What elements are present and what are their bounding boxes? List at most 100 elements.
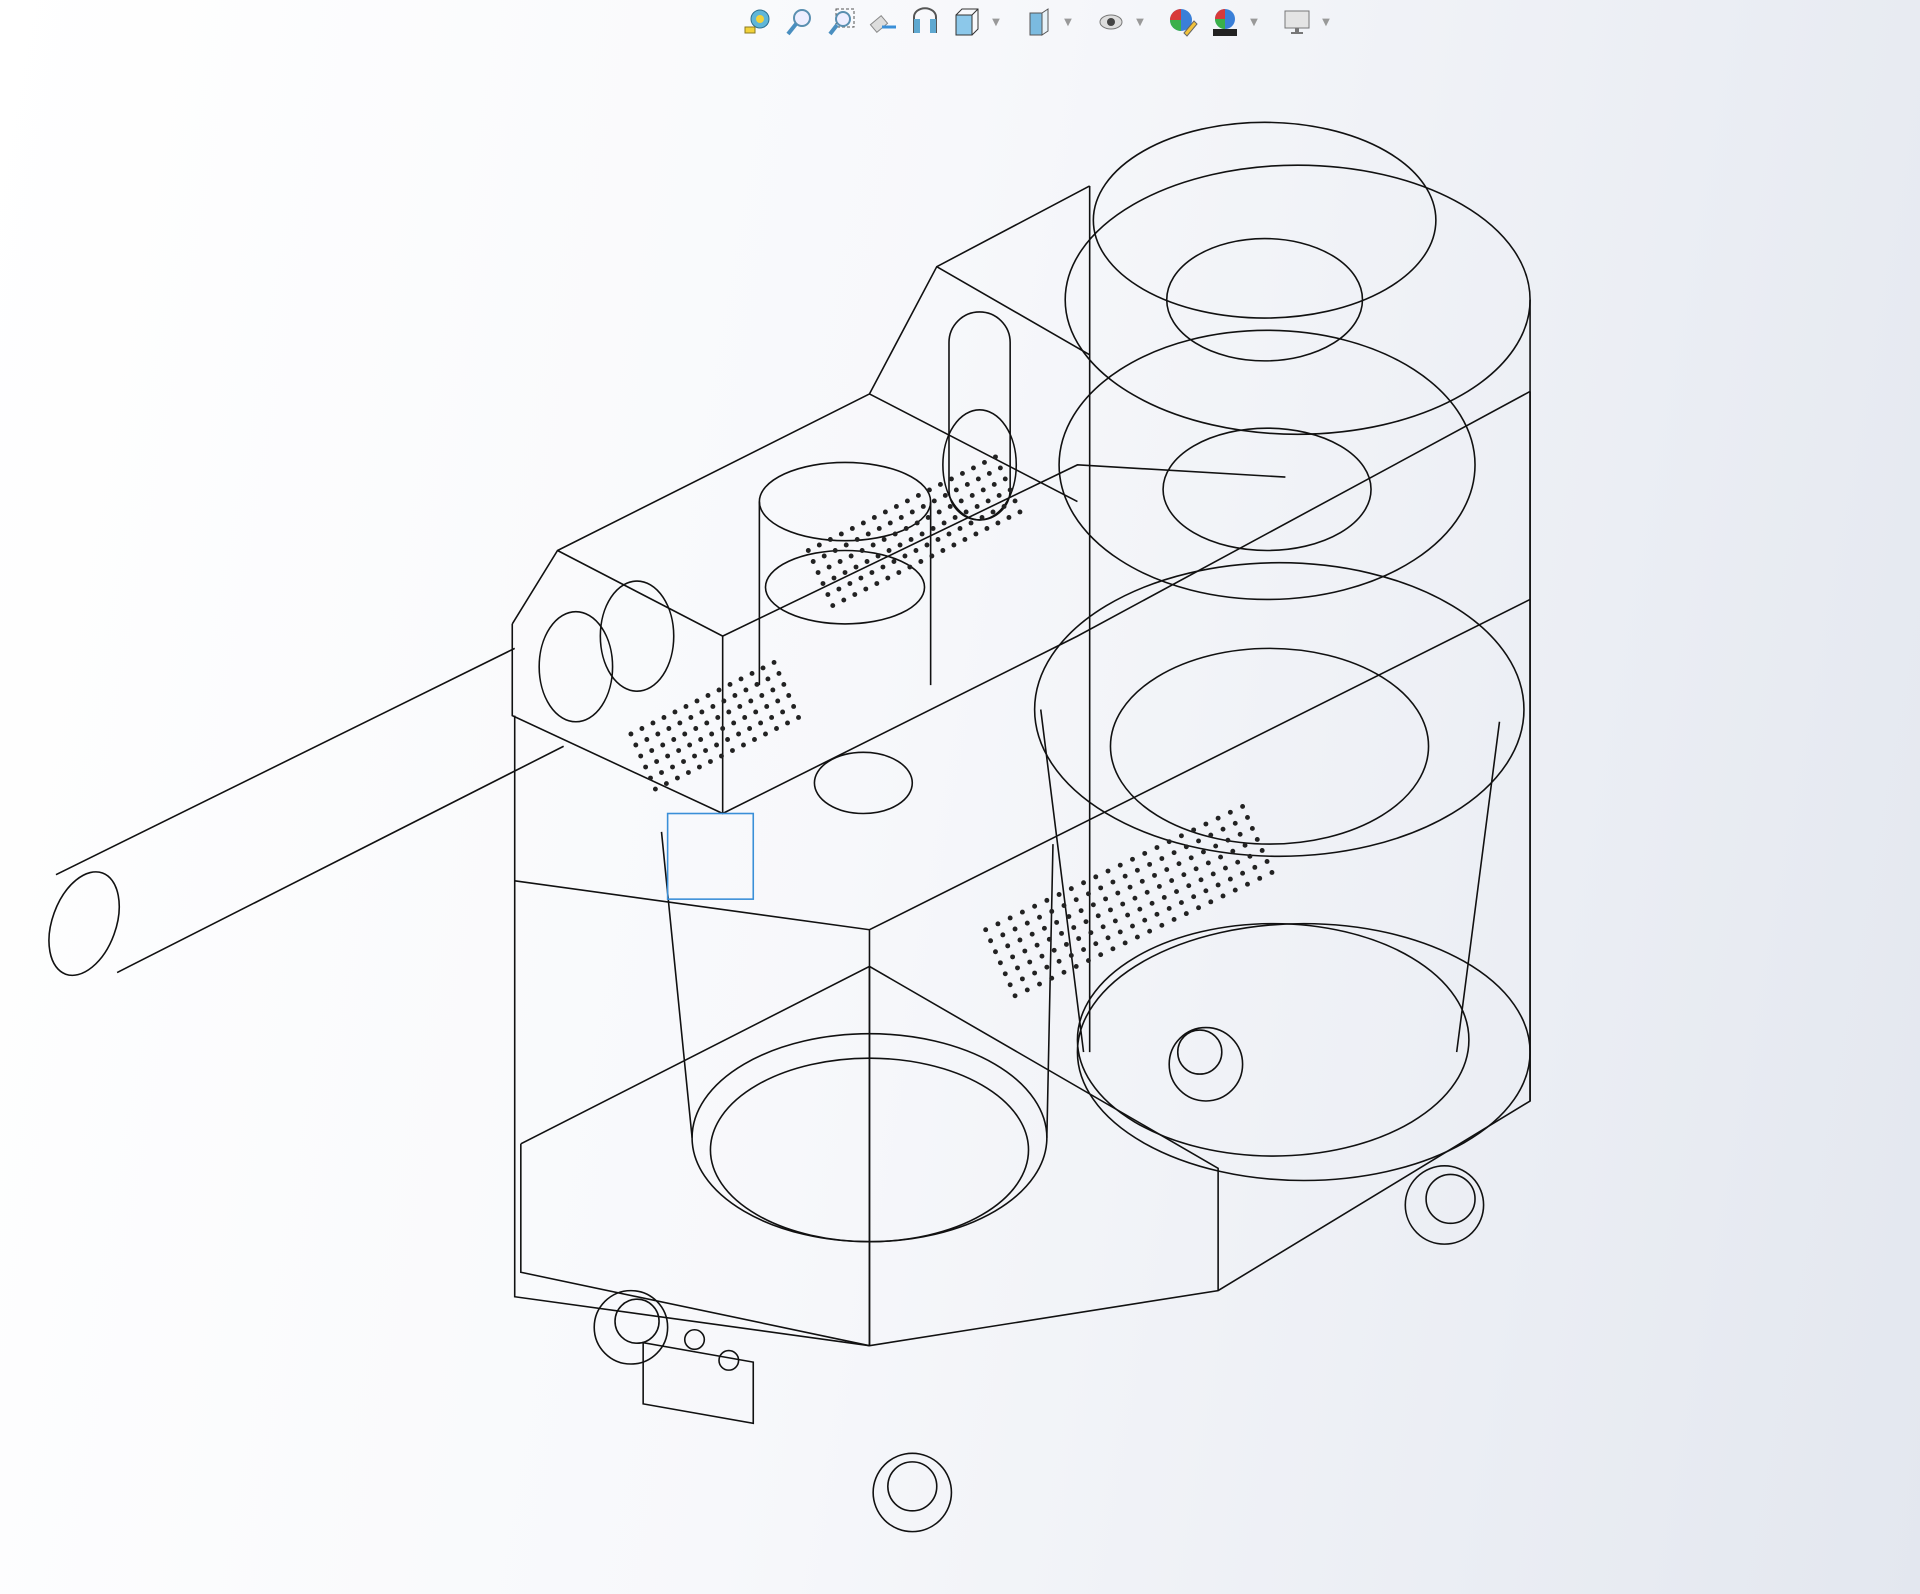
perforation-hole	[930, 526, 936, 531]
view-orientation-button[interactable]	[948, 3, 986, 41]
perforation-hole	[661, 715, 667, 720]
perforation-hole	[820, 581, 826, 586]
perforation-hole	[830, 603, 836, 608]
perforation-hole	[796, 715, 801, 720]
perforation-hole	[860, 520, 866, 526]
perforation-hole	[1269, 870, 1275, 875]
perforation-hole	[1039, 953, 1045, 959]
perforation-hole	[1044, 964, 1050, 970]
perforation-hole	[805, 548, 811, 553]
perforation-hole	[825, 592, 831, 597]
view-settings-dropdown[interactable]: ▼	[1322, 16, 1330, 28]
perforation-hole	[816, 542, 822, 548]
perforation-hole	[880, 564, 886, 570]
perforation-hole	[764, 704, 770, 709]
perforation-hole	[940, 548, 946, 553]
apply-scene-button[interactable]	[1206, 3, 1244, 41]
perforation-hole	[870, 542, 876, 548]
perforation-hole	[854, 537, 860, 542]
perforation-hole	[887, 520, 893, 526]
perforation-hole	[1032, 903, 1038, 909]
perforation-hole	[1196, 838, 1201, 844]
perforation-hole	[1208, 832, 1214, 838]
perforation-hole	[1078, 908, 1084, 914]
perforation-hole	[1188, 855, 1194, 861]
perforation-hole	[908, 537, 914, 542]
edit-appearance-button[interactable]	[1164, 3, 1202, 41]
section-view-icon	[869, 14, 896, 34]
casters	[593, 1026, 1485, 1533]
perforation-hole	[741, 742, 746, 748]
perforation-hole	[827, 537, 833, 542]
perforation-hole	[775, 698, 781, 704]
perforation-hole	[780, 709, 786, 715]
perforation-hole	[781, 682, 787, 687]
perforation-hole	[747, 726, 753, 731]
perforation-hole	[979, 515, 985, 520]
perforation-hole	[810, 559, 816, 564]
perforation-hole	[951, 542, 957, 548]
perforation-hole	[918, 559, 924, 564]
apply-scene-dropdown[interactable]: ▼	[1250, 16, 1258, 28]
display-style-dropdown[interactable]: ▼	[1064, 16, 1072, 28]
dynamic-annotation-button[interactable]	[906, 3, 944, 41]
perforation-hole	[786, 693, 792, 698]
perforation-hole	[732, 693, 738, 698]
perforation-hole	[898, 515, 904, 520]
perforation-hole	[1208, 899, 1214, 905]
apply-scene-icon	[1213, 9, 1237, 36]
perforation-hole	[1022, 948, 1028, 954]
perforation-hole	[993, 454, 998, 460]
perforation-hole	[858, 575, 864, 581]
perforation-hole	[988, 938, 994, 944]
perforation-hole	[864, 559, 870, 564]
perforation-hole	[1127, 884, 1133, 890]
perforation-hole	[633, 742, 639, 748]
view-settings-button[interactable]	[1278, 3, 1316, 41]
zoom-to-fit-button[interactable]	[738, 3, 776, 41]
perforation-hole	[1115, 890, 1121, 896]
perforation-hole	[982, 459, 987, 465]
right-cyclone	[1033, 121, 1531, 1182]
perforation-hole	[1152, 872, 1157, 878]
perforation-hole	[698, 737, 704, 742]
perforation-hole	[936, 509, 942, 515]
perforation-hole	[1006, 515, 1012, 520]
view-orientation-dropdown[interactable]: ▼	[992, 16, 1000, 28]
perforation-hole	[885, 575, 891, 581]
perforation-hole	[670, 764, 675, 770]
perforation-hole	[1147, 861, 1153, 867]
perforation-hole	[986, 470, 992, 476]
display-style-button[interactable]	[1020, 3, 1058, 41]
perforation-hole	[776, 670, 782, 676]
perforation-hole	[785, 720, 790, 726]
view-orientation-icon	[955, 8, 979, 36]
perforation-hole	[737, 704, 743, 709]
perforation-hole	[736, 731, 742, 737]
perforation-hole	[677, 720, 683, 726]
zoom-to-area-button[interactable]	[780, 3, 818, 41]
perforation-hole	[1034, 942, 1040, 948]
perforation-hole	[849, 526, 855, 531]
perforation-hole	[1029, 931, 1035, 937]
perforation-hole	[1166, 839, 1172, 845]
perforation-hole	[693, 726, 699, 731]
perforation-hole	[913, 548, 919, 553]
perforation-hole	[983, 927, 989, 933]
perforation-hole	[958, 498, 964, 504]
perforation-hole	[1159, 856, 1165, 861]
perforation-hole	[655, 731, 661, 737]
perforation-hole	[971, 465, 976, 471]
edit-appearance-icon	[1170, 9, 1198, 37]
hide-show-items-button[interactable]	[1092, 3, 1130, 41]
hide-show-dropdown[interactable]: ▼	[1136, 16, 1144, 28]
section-view-button[interactable]	[864, 3, 902, 41]
perforation-hole	[1200, 849, 1206, 855]
perforation-hole	[1156, 883, 1162, 889]
perforation-hole	[774, 726, 779, 731]
perforation-hole	[649, 748, 655, 753]
previous-view-button[interactable]	[822, 3, 860, 41]
perforation-hole	[831, 575, 837, 581]
perforation-hole	[935, 537, 941, 542]
